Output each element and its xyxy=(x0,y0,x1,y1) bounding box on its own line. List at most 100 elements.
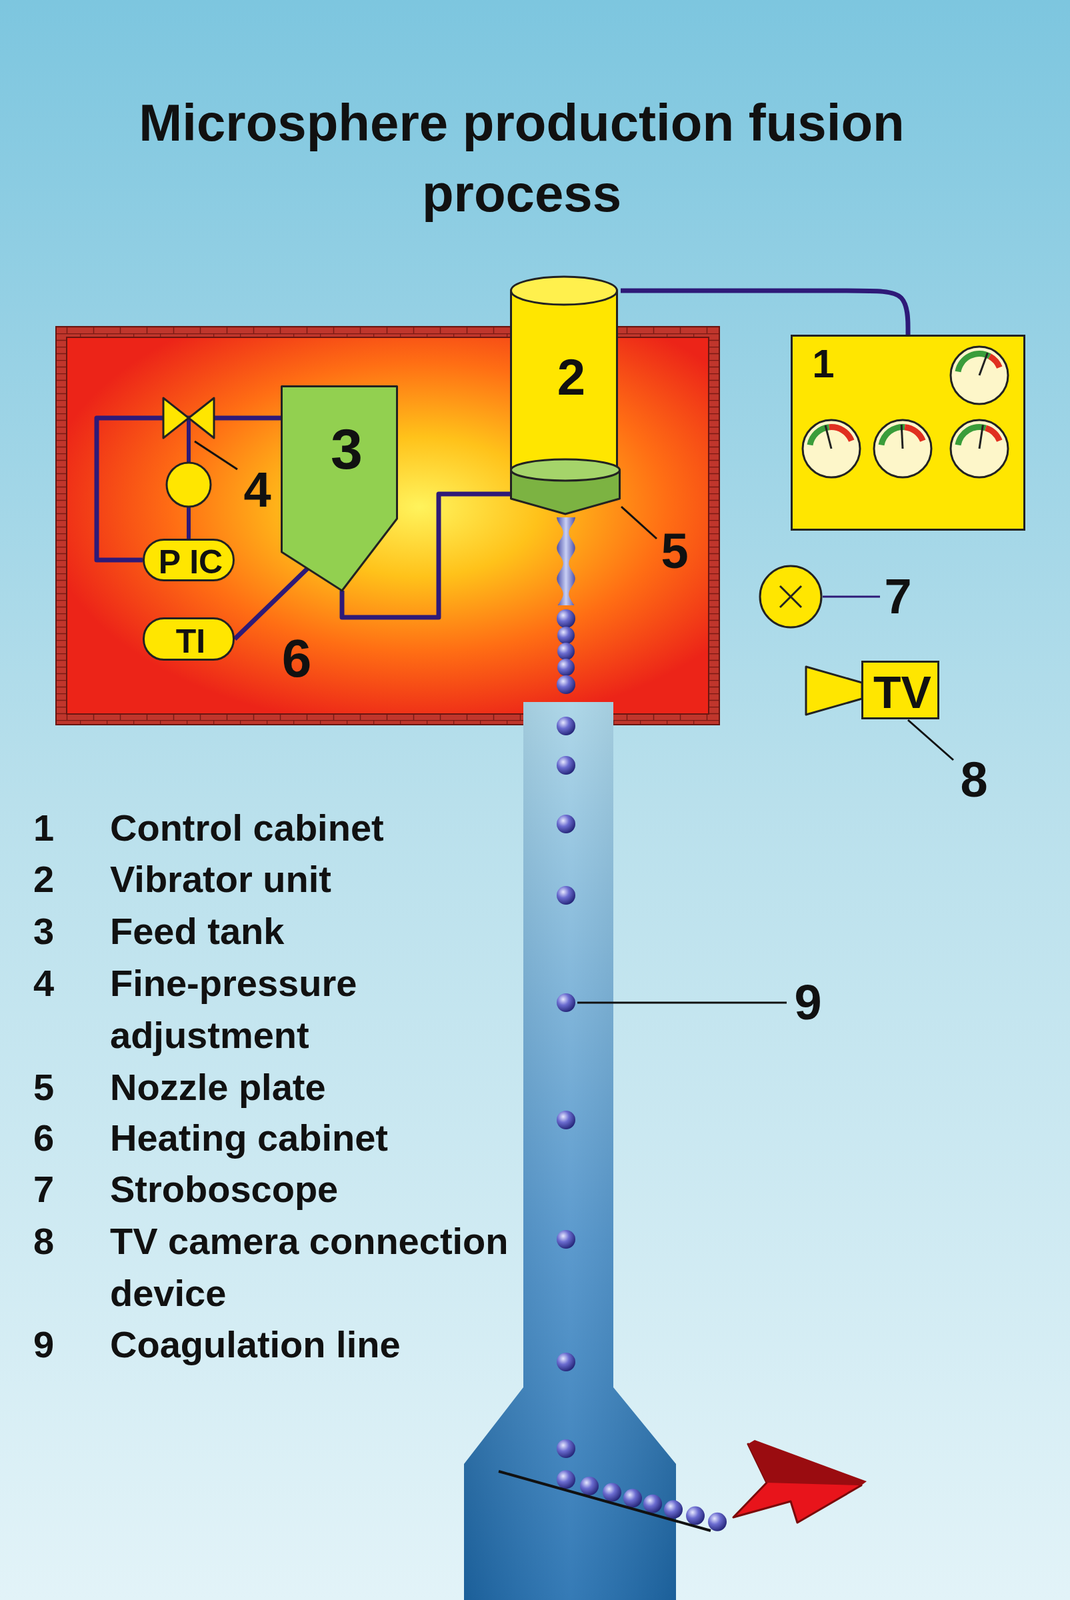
gauge-band xyxy=(904,424,926,442)
gauge-face xyxy=(874,420,932,478)
valve-symbol xyxy=(188,398,214,438)
gauge-needle xyxy=(825,425,832,449)
gauge xyxy=(950,346,1008,404)
coagulation-column xyxy=(464,702,676,1600)
gauge-face xyxy=(950,346,1008,404)
key-text: Heating cabinet xyxy=(110,1112,510,1164)
gauge-face xyxy=(950,420,1008,478)
gauge-face xyxy=(802,420,860,478)
microsphere xyxy=(556,1230,576,1249)
connectors xyxy=(96,290,908,640)
gauge-band xyxy=(984,425,1002,442)
callout-number: 4 xyxy=(243,465,271,515)
gauge-band xyxy=(988,354,1002,369)
brick-wall xyxy=(56,326,720,725)
microsphere xyxy=(556,1352,576,1372)
microsphere xyxy=(556,756,576,775)
valve-stem xyxy=(186,418,191,463)
microsphere xyxy=(686,1506,705,1526)
cylinder-edge xyxy=(511,290,618,470)
microsphere xyxy=(602,1483,622,1502)
key-number: 7 xyxy=(33,1163,87,1216)
microsphere xyxy=(556,1439,576,1458)
microsphere xyxy=(556,675,576,694)
microsphere xyxy=(556,993,576,1012)
diagram-title: Microsphere production fusion process xyxy=(133,87,910,229)
leader-line xyxy=(908,720,954,760)
key-text: Vibrator unit xyxy=(110,853,510,906)
key-number: 8 xyxy=(33,1215,87,1268)
key-text: Coagulation line xyxy=(110,1318,510,1371)
gauge-needle xyxy=(979,424,983,449)
microspheres xyxy=(556,609,727,1532)
gauge-needle xyxy=(901,424,903,449)
microsphere xyxy=(556,609,576,628)
valve-symbol xyxy=(163,398,189,438)
key-text: Feed tank xyxy=(110,905,510,958)
microsphere xyxy=(623,1488,642,1508)
connector-line xyxy=(234,568,308,640)
microsphere xyxy=(556,1110,576,1130)
key-number: 2 xyxy=(33,853,87,906)
key-text: Stroboscope xyxy=(110,1163,510,1216)
microsphere xyxy=(556,716,576,736)
gauge-band xyxy=(828,424,854,442)
valve-actuator xyxy=(166,462,211,507)
tv-camera: TV xyxy=(861,660,940,720)
vibrator-unit: 2 xyxy=(510,275,621,516)
node-label: TV xyxy=(873,669,932,715)
key-text: Nozzle plate xyxy=(110,1061,510,1114)
microsphere xyxy=(557,658,575,676)
node-label: 6 xyxy=(282,632,312,686)
microsphere xyxy=(557,626,575,644)
node-label: P IC xyxy=(158,545,223,579)
pressure-valve xyxy=(163,398,238,539)
gauge-band xyxy=(955,350,992,372)
leader-line xyxy=(621,506,657,539)
tank-outline xyxy=(282,386,398,592)
feed-tank-shape xyxy=(280,385,398,592)
key-text: TV camera connection device xyxy=(110,1215,510,1320)
gauge xyxy=(950,420,1008,478)
key-number: 6 xyxy=(33,1112,87,1164)
temperature-indicator: TI xyxy=(142,617,235,661)
leader-line xyxy=(577,1002,787,1004)
nozzle-collar xyxy=(511,459,620,481)
microsphere xyxy=(556,886,576,905)
key-number: 1 xyxy=(33,802,87,854)
node-label: TI xyxy=(176,624,206,658)
node-label: 1 xyxy=(812,344,834,384)
stroboscope-cross xyxy=(780,586,802,608)
callout-number: 5 xyxy=(660,526,688,576)
gauge xyxy=(802,420,860,478)
cylinder-top xyxy=(511,276,618,305)
control-cabinet: 1 xyxy=(790,334,1026,531)
callout-number: 7 xyxy=(884,572,912,622)
valve-stem xyxy=(186,506,191,539)
key-text: Fine-pressure adjustment xyxy=(110,957,510,1062)
microsphere xyxy=(557,642,575,660)
microsphere xyxy=(643,1494,662,1514)
callout-number: 9 xyxy=(794,978,822,1028)
microsphere xyxy=(556,1470,576,1489)
pressure-controller: P IC xyxy=(142,538,235,582)
microsphere xyxy=(580,1476,599,1496)
collection-ramp xyxy=(498,1471,711,1531)
feed-tank: 3 xyxy=(280,385,398,592)
column-shading xyxy=(464,702,676,1600)
key-number: 3 xyxy=(33,905,87,958)
microsphere xyxy=(556,814,576,834)
cylinder-body xyxy=(511,290,618,472)
key-number: 5 xyxy=(33,1061,87,1114)
node-label: 2 xyxy=(557,352,586,403)
camera-lens xyxy=(806,666,862,715)
leader-line xyxy=(822,596,880,598)
key-number: 9 xyxy=(33,1318,87,1371)
key-number: 4 xyxy=(33,957,87,1010)
gauge-needle xyxy=(979,352,988,376)
key-text: Control cabinet xyxy=(110,802,510,854)
connector-line xyxy=(620,290,908,335)
